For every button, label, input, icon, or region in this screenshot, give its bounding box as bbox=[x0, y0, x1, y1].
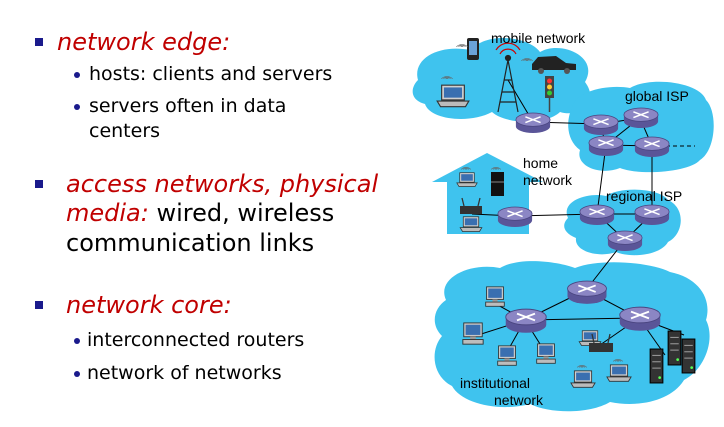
laptop-icon bbox=[606, 364, 632, 382]
sub-bullet-dot bbox=[74, 371, 80, 377]
bullet-marker bbox=[35, 180, 43, 188]
refrigerator-icon bbox=[491, 172, 504, 196]
router-icon bbox=[515, 112, 551, 134]
sub-bullet-dot bbox=[74, 338, 80, 344]
cell-tower-icon bbox=[495, 42, 521, 113]
desktop-icon bbox=[485, 286, 505, 307]
laptop-icon bbox=[459, 216, 483, 232]
sub-bullet-networks: network of networks bbox=[87, 362, 282, 384]
media-label: media: bbox=[66, 199, 149, 227]
label-mobile-network: mobile network bbox=[491, 30, 586, 46]
sub-bullet-dot bbox=[74, 104, 80, 110]
bullet-access-networks-line2: media: wired, wireless bbox=[66, 198, 334, 228]
router-icon bbox=[634, 204, 670, 226]
label-home-network-2: network bbox=[523, 172, 573, 188]
router-icon bbox=[607, 230, 643, 252]
label-institutional-network-2: network bbox=[494, 392, 544, 408]
server-icon bbox=[649, 348, 664, 384]
label-institutional-network-1: institutional bbox=[460, 375, 530, 391]
router-icon bbox=[504, 308, 548, 334]
sub-bullet-routers: interconnected routers bbox=[87, 329, 305, 351]
server-icon bbox=[667, 330, 682, 366]
router-icon bbox=[634, 136, 670, 158]
wireless-router-icon bbox=[460, 197, 482, 214]
laptop-icon bbox=[570, 370, 596, 388]
label-regional-isp: regional ISP bbox=[606, 188, 682, 204]
sub-bullet-servers-cont: centers bbox=[89, 120, 161, 142]
sub-bullet-servers: servers often in data bbox=[89, 95, 287, 117]
bullet-list: network edge: hosts: clients and servers… bbox=[35, 28, 379, 384]
bullet-marker bbox=[35, 301, 43, 309]
laptop-icon bbox=[436, 84, 470, 108]
bullet-network-edge: network edge: bbox=[57, 28, 231, 56]
server-icon bbox=[681, 338, 696, 374]
desktop-icon bbox=[497, 345, 517, 366]
router-icon bbox=[618, 306, 662, 332]
label-home-network-1: home bbox=[523, 155, 558, 171]
desktop-icon bbox=[536, 343, 556, 364]
wireless-access-point-icon bbox=[589, 333, 613, 352]
mobile-network-cloud bbox=[412, 37, 591, 122]
wifi-icon bbox=[455, 44, 469, 48]
sub-bullet-hosts: hosts: clients and servers bbox=[89, 63, 333, 85]
smartphone-icon bbox=[467, 38, 479, 60]
bullet-network-core: network core: bbox=[66, 291, 232, 319]
sub-bullet-dot bbox=[74, 72, 80, 78]
router-icon bbox=[497, 206, 533, 228]
router-icon bbox=[566, 280, 608, 305]
traffic-light-icon bbox=[545, 76, 554, 112]
router-icon bbox=[583, 114, 619, 136]
media-desc: wired, wireless bbox=[148, 199, 335, 227]
desktop-icon bbox=[462, 322, 484, 345]
router-icon bbox=[623, 107, 659, 129]
router-icon bbox=[588, 135, 624, 157]
label-global-isp: global ISP bbox=[625, 88, 689, 104]
laptop-icon bbox=[456, 172, 478, 187]
bullet-access-networks: access networks, physical bbox=[66, 170, 379, 198]
router-icon bbox=[579, 204, 615, 226]
bullet-access-networks-line3: communication links bbox=[66, 229, 315, 257]
bullet-marker bbox=[35, 38, 43, 46]
car-icon bbox=[532, 56, 576, 74]
